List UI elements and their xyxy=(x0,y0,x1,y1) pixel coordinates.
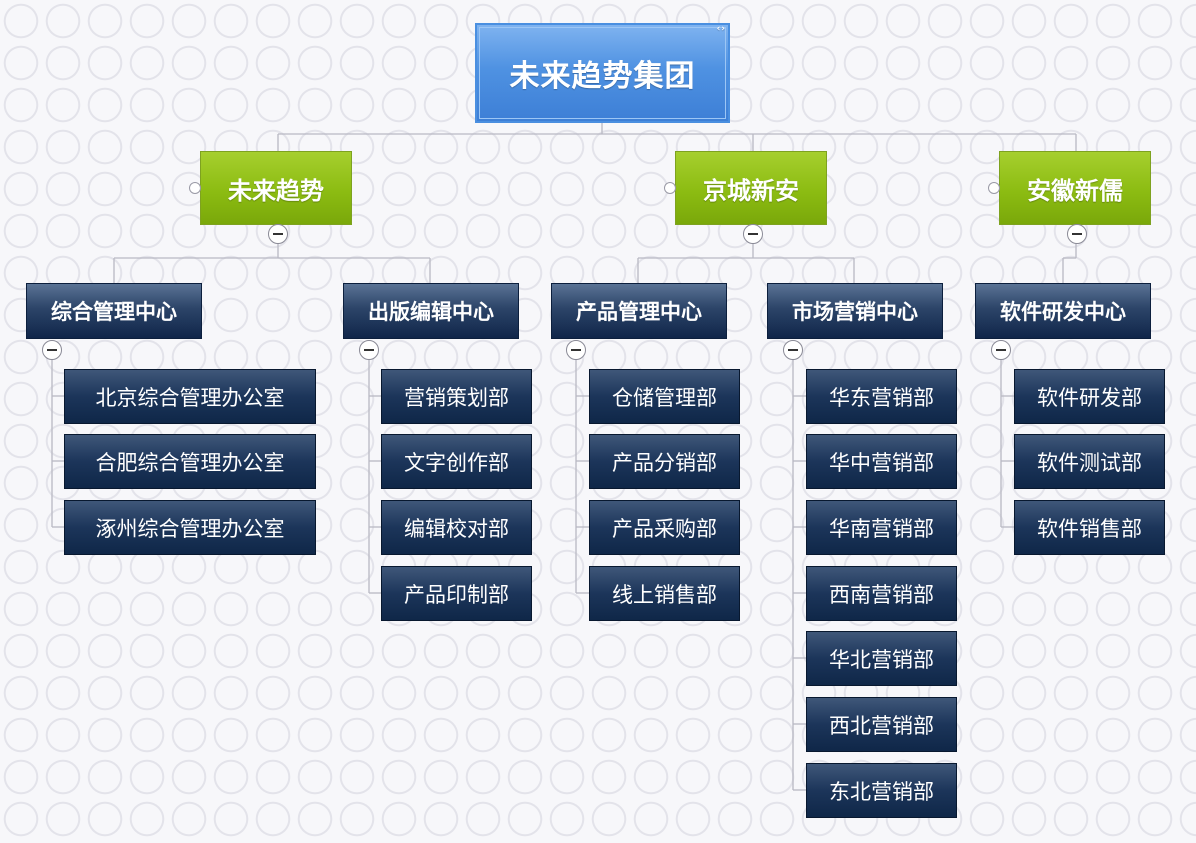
collapse-toggle-icon[interactable] xyxy=(359,340,379,360)
root-node[interactable]: 未来趋势集团 ‹› xyxy=(475,23,730,123)
center-node[interactable]: 综合管理中心 xyxy=(26,283,202,339)
collapse-toggle-icon[interactable] xyxy=(42,340,62,360)
collapse-toggle-icon[interactable] xyxy=(743,224,763,244)
department-label: 产品印制部 xyxy=(404,582,509,607)
department-label: 编辑校对部 xyxy=(404,516,509,541)
resize-handle-icon[interactable]: ‹› xyxy=(716,24,726,34)
department-label: 合肥综合管理办公室 xyxy=(95,450,285,475)
department-node[interactable]: 华东营销部 xyxy=(806,369,957,424)
department-label: 西南营销部 xyxy=(829,582,934,607)
company-label: 安徽新儒 xyxy=(1027,176,1123,205)
department-label: 华东营销部 xyxy=(829,385,934,410)
department-node[interactable]: 线上销售部 xyxy=(589,566,740,621)
department-node[interactable]: 华南营销部 xyxy=(806,500,957,555)
department-label: 产品采购部 xyxy=(612,516,717,541)
department-node[interactable]: 软件研发部 xyxy=(1014,369,1165,424)
company-label: 未来趋势 xyxy=(228,176,324,205)
center-label: 综合管理中心 xyxy=(51,300,177,324)
center-label: 市场营销中心 xyxy=(792,300,918,324)
department-node[interactable]: 软件销售部 xyxy=(1014,500,1165,555)
department-node[interactable]: 软件测试部 xyxy=(1014,434,1165,489)
department-node[interactable]: 文字创作部 xyxy=(381,434,532,489)
collapse-toggle-icon[interactable] xyxy=(783,340,803,360)
department-label: 仓储管理部 xyxy=(612,385,717,410)
department-label: 华北营销部 xyxy=(829,647,934,672)
collapse-toggle-icon[interactable] xyxy=(991,340,1011,360)
department-node[interactable]: 产品印制部 xyxy=(381,566,532,621)
center-node[interactable]: 软件研发中心 xyxy=(975,283,1151,339)
department-label: 西北营销部 xyxy=(829,713,934,738)
company-label: 京城新安 xyxy=(703,176,799,205)
department-node[interactable]: 涿州综合管理办公室 xyxy=(64,500,316,555)
department-node[interactable]: 华北营销部 xyxy=(806,631,957,686)
department-node[interactable]: 营销策划部 xyxy=(381,369,532,424)
center-label: 出版编辑中心 xyxy=(368,300,494,324)
center-label: 软件研发中心 xyxy=(1000,300,1126,324)
department-label: 产品分销部 xyxy=(612,450,717,475)
department-label: 软件研发部 xyxy=(1037,385,1142,410)
department-node[interactable]: 仓储管理部 xyxy=(589,369,740,424)
department-label: 东北营销部 xyxy=(829,779,934,804)
company-node[interactable]: 京城新安 xyxy=(675,151,827,225)
department-node[interactable]: 东北营销部 xyxy=(806,763,957,818)
department-label: 软件销售部 xyxy=(1037,516,1142,541)
connector-dot[interactable] xyxy=(988,182,1000,194)
department-label: 华中营销部 xyxy=(829,450,934,475)
department-node[interactable]: 编辑校对部 xyxy=(381,500,532,555)
department-node[interactable]: 西南营销部 xyxy=(806,566,957,621)
department-node[interactable]: 华中营销部 xyxy=(806,434,957,489)
department-label: 涿州综合管理办公室 xyxy=(95,516,285,541)
connector-dot[interactable] xyxy=(664,182,676,194)
department-label: 线上销售部 xyxy=(612,582,717,607)
center-node[interactable]: 产品管理中心 xyxy=(551,283,727,339)
center-node[interactable]: 出版编辑中心 xyxy=(343,283,519,339)
company-node[interactable]: 安徽新儒 xyxy=(999,151,1151,225)
company-node[interactable]: 未来趋势 xyxy=(200,151,352,225)
department-label: 北京综合管理办公室 xyxy=(95,385,285,410)
department-label: 华南营销部 xyxy=(829,516,934,541)
department-node[interactable]: 北京综合管理办公室 xyxy=(64,369,316,424)
department-node[interactable]: 产品采购部 xyxy=(589,500,740,555)
department-label: 软件测试部 xyxy=(1037,450,1142,475)
department-node[interactable]: 西北营销部 xyxy=(806,697,957,752)
department-node[interactable]: 产品分销部 xyxy=(589,434,740,489)
department-label: 营销策划部 xyxy=(404,385,509,410)
department-label: 文字创作部 xyxy=(404,450,509,475)
center-node[interactable]: 市场营销中心 xyxy=(767,283,943,339)
connector-dot[interactable] xyxy=(189,182,201,194)
collapse-toggle-icon[interactable] xyxy=(1067,224,1087,244)
center-label: 产品管理中心 xyxy=(576,300,702,324)
collapse-toggle-icon[interactable] xyxy=(566,340,586,360)
department-node[interactable]: 合肥综合管理办公室 xyxy=(64,434,316,489)
collapse-toggle-icon[interactable] xyxy=(268,224,288,244)
root-label: 未来趋势集团 xyxy=(509,59,696,94)
